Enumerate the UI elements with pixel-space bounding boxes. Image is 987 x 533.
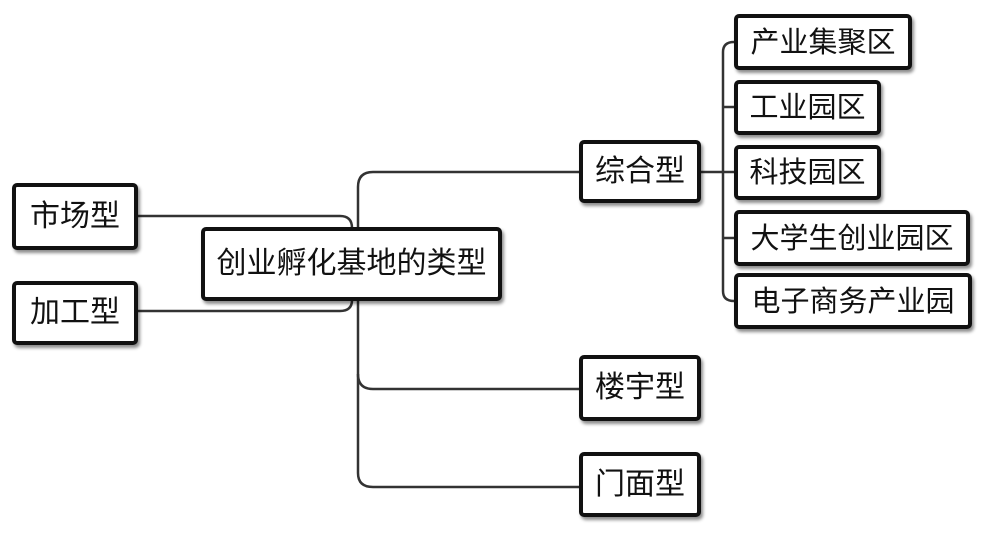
subtype-node-tech-park: 科技园区 xyxy=(734,145,881,200)
subtype-node-industrial-park: 工业园区 xyxy=(734,80,881,135)
connector-sub-trunk xyxy=(721,40,735,53)
subtype-node-industrial-cluster: 产业集聚区 xyxy=(734,14,912,70)
type-node-storefront: 门面型 xyxy=(579,452,701,517)
type-node-processing: 加工型 xyxy=(12,281,138,345)
connector-trunk-vertical xyxy=(356,187,579,489)
type-node-market: 市场型 xyxy=(12,183,138,250)
connector-market-to-center xyxy=(138,214,354,229)
type-node-comprehensive: 综合型 xyxy=(579,140,701,203)
connector-sub-trunk-vertical xyxy=(721,52,735,303)
connector-to-louyu xyxy=(356,373,579,391)
connector-processing-to-center xyxy=(138,299,354,313)
subtype-node-ecommerce-park: 电子商务产业园 xyxy=(734,273,972,329)
connector-trunk xyxy=(356,170,579,188)
center-node: 创业孵化基地的类型 xyxy=(201,227,502,301)
type-node-building: 楼宇型 xyxy=(579,355,701,421)
subtype-node-student-startup-park: 大学生创业园区 xyxy=(734,210,970,266)
